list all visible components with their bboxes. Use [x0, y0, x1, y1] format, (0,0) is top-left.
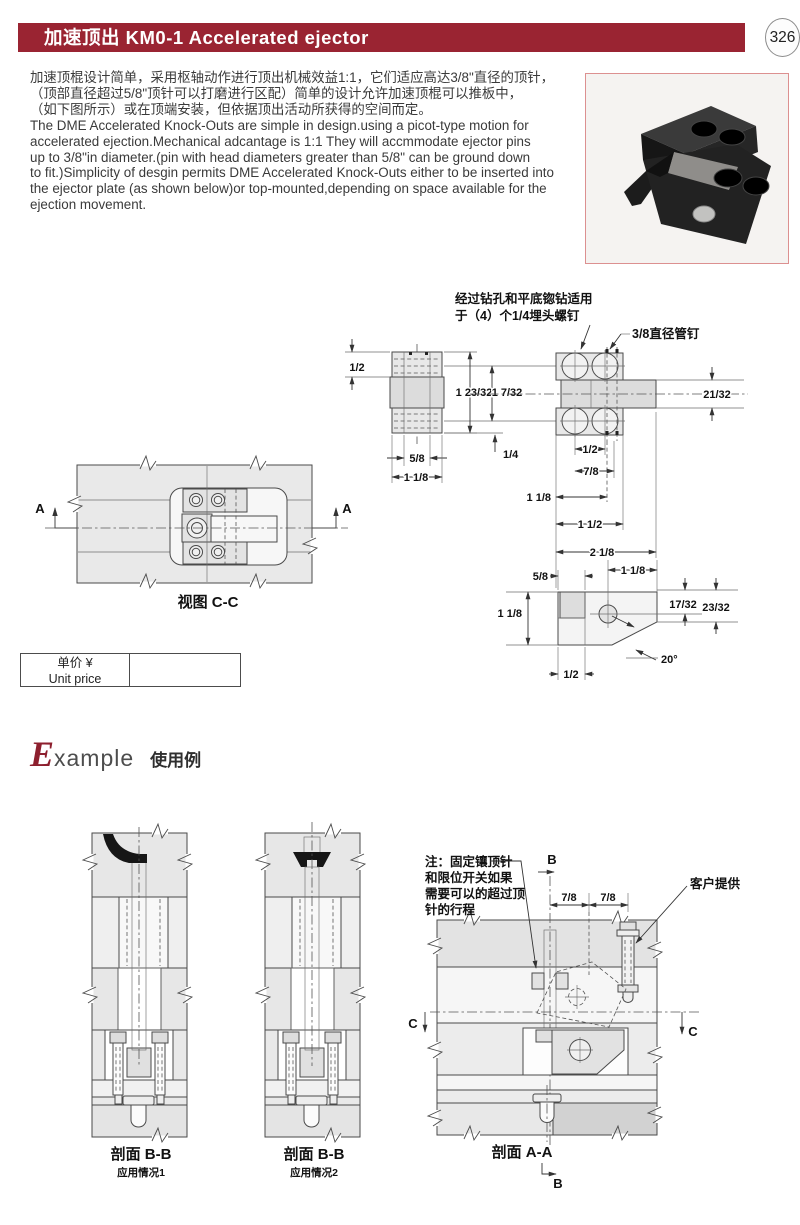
- note-line: 需要可以的超过顶: [425, 886, 526, 901]
- intro-line: to fit.)Simplicity of desgin permits DME…: [30, 165, 554, 181]
- dim-21-32: 21/32: [703, 389, 731, 401]
- unit-price-value-cell: [130, 654, 240, 686]
- example-heading: Example 使用例: [30, 733, 201, 775]
- section-b-b-case2: 剖面 B-B 应用情况2: [254, 822, 367, 1179]
- section-b2-subtitle: 应用情况2: [290, 1166, 338, 1179]
- section-marker-c-right: C: [688, 1024, 698, 1039]
- drill-note-line2: 于（4）个1/4埋头螺钉: [455, 308, 580, 323]
- drill-note-line1: 经过钻孔和平底锪钻适用: [455, 291, 593, 306]
- view-c-c-label: 视图 C-C: [178, 593, 239, 611]
- dim-detail-5-8: 5/8: [533, 571, 548, 583]
- intro-line: （如下图所示）或在顶端安装，但依据顶出活动所获得的空间而定。: [30, 101, 432, 117]
- section-b1-title: 剖面 B-B: [111, 1145, 172, 1163]
- dim-side-5-8: 5/8: [409, 453, 424, 465]
- example-section-drawings: 剖面 B-B 应用情况1 剖面 B-B 应用情况2: [81, 822, 741, 1191]
- page-title: 加速顶出 KM0-1 Accelerated ejector: [44, 27, 369, 48]
- product-photo: [585, 73, 789, 264]
- note-line: 和限位开关如果: [424, 870, 513, 885]
- unit-price-label-en: Unit price: [48, 671, 102, 686]
- dim-angle-20: 20°: [661, 654, 678, 666]
- intro-line: ejection movement.: [30, 197, 147, 213]
- intro-paragraph: 加速顶棍设计简单，采用枢轴动作进行顶出机械效益1:1，它们适应高达3/8"直径的…: [30, 70, 578, 213]
- dim-1-23-32: 1 23/32: [456, 387, 493, 399]
- section-marker-b-top: B: [547, 852, 556, 867]
- section-a-title: 剖面 A-A: [492, 1143, 553, 1161]
- section-b1-subtitle: 应用情况1: [117, 1166, 165, 1179]
- page-number-badge: 326: [765, 18, 800, 57]
- dim-detail-1-1-8-left: 1 1/8: [498, 608, 522, 620]
- intro-line: The DME Accelerated Knock-Outs are simpl…: [30, 117, 529, 133]
- dim-23-32: 23/32: [702, 602, 730, 614]
- detail-view: 5/8 1 1/8 17/32 23/32 1 1/8 1/: [496, 560, 738, 683]
- unit-price-label-zh: 单价 ¥: [57, 656, 93, 670]
- intro-line: up to 3/8"in diameter.(pin with head dia…: [30, 149, 531, 165]
- section-marker-b-bottom: B: [553, 1176, 562, 1191]
- section-marker-a-right: A: [342, 501, 352, 516]
- front-view: 21/32 1/2 7/8 1 1/8 1 1/2 2 1/8: [470, 347, 748, 588]
- dim-7-8-right: 7/8: [600, 892, 615, 904]
- example-word: xample: [54, 745, 135, 771]
- dim-side-1-1-8: 1 1/8: [404, 472, 428, 484]
- intro-line: （顶部直径超过5/8"顶针可以打磨进行区配）简单的设计允许加速顶棍可以推板中，: [30, 85, 523, 101]
- intro-line: accelerated ejection.Mechanical adcantag…: [30, 133, 531, 149]
- plan-view-c-c: A A 视图 C-C: [35, 454, 352, 611]
- ejector-note: 注：固定镶顶针 和限位开关如果 需要可以的超过顶 针的行程: [424, 854, 538, 969]
- dim-1-7-32: 1 7/32: [492, 387, 523, 399]
- intro-line: 加速顶棍设计简单，采用枢轴动作进行顶出机械效益1:1，它们适应高达3/8"直径的…: [30, 70, 555, 85]
- example-label-zh: 使用例: [150, 751, 202, 770]
- dim-hole-7-8: 7/8: [583, 466, 598, 478]
- note-line: 针的行程: [425, 902, 476, 917]
- pin-note: 3/8直径管钉: [632, 326, 700, 341]
- section-b2-title: 剖面 B-B: [284, 1145, 345, 1163]
- section-a-a: B 7/8 7/8 客户提供: [408, 852, 740, 1191]
- dimension-drawing: A A 视图 C-C 1/2: [35, 291, 748, 683]
- unit-price-label: 单价 ¥ Unit price: [21, 654, 130, 686]
- side-view: 1/2 1 23/32 1 7/32 5/8 1 1/8 1/4: [345, 339, 560, 486]
- dim-1-4: 1/4: [503, 449, 519, 461]
- intro-line: the ejector plate (as shown below)or top…: [30, 181, 547, 197]
- dim-7-8-left: 7/8: [561, 892, 576, 904]
- dim-side-half: 1/2: [349, 362, 364, 374]
- note-line: 注：固定镶顶针: [425, 854, 513, 869]
- dim-17-32: 17/32: [669, 599, 697, 611]
- dim-front-1-1-2: 1 1/2: [578, 519, 602, 531]
- product-photo-illustration: [624, 106, 771, 244]
- dim-detail-1-1-8-top: 1 1/8: [621, 565, 645, 577]
- example-initial: E: [30, 734, 55, 774]
- drawing-annotations: 经过钻孔和平底锪钻适用 于（4）个1/4埋头螺钉 3/8直径管钉: [455, 291, 700, 350]
- section-marker-a-left: A: [35, 501, 45, 516]
- section-marker-c-left: C: [408, 1016, 418, 1031]
- dim-front-2-1-8: 2 1/8: [590, 547, 614, 559]
- dim-hole-half: 1/2: [582, 444, 597, 456]
- dim-detail-half: 1/2: [563, 669, 578, 681]
- unit-price-box: 单价 ¥ Unit price: [20, 653, 241, 687]
- customer-supplied-note: 客户提供: [689, 876, 741, 891]
- section-b-b-case1: 剖面 B-B 应用情况1: [81, 822, 194, 1179]
- page-title-bar: 加速顶出 KM0-1 Accelerated ejector: [18, 23, 745, 52]
- dim-front-1-1-8: 1 1/8: [527, 492, 551, 504]
